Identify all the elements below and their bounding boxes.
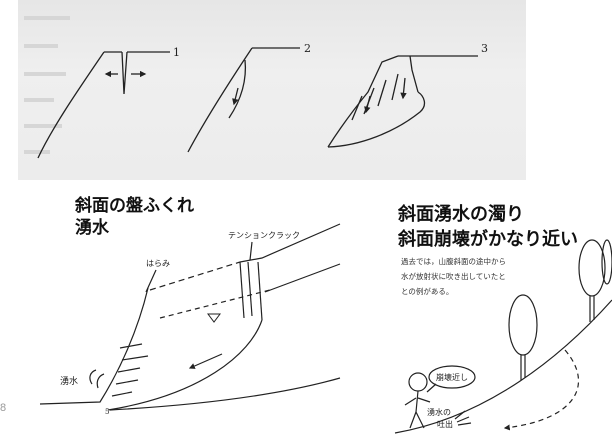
water-table-symbol [207,313,221,323]
spring-splash [89,369,97,385]
person-legs [409,411,425,429]
note-line: との例がある。 [401,287,454,296]
tension-crack-label: テンションクラック [228,231,300,240]
note-line: 水が放射状に吹き出していたと [401,272,506,281]
sliding-direction-arrow [188,353,223,369]
main-scarp-3 [409,55,419,93]
inner-layer-line [264,263,341,293]
spring-spray [454,410,472,426]
slip-arrow-3 [364,95,371,114]
person-arms [404,397,431,406]
ground-surface [239,223,341,263]
tension-crack-line [257,261,263,321]
sketch-stage-1 [37,51,170,159]
landslide-toe-3 [327,91,426,148]
turbid-spring-illustration [394,239,612,434]
stage-label-2: 2 [304,42,311,55]
stage-label-3: 3 [481,42,488,55]
scanned-figure-background [18,0,526,180]
slope-face-2 [187,47,253,153]
slip-surface-2 [228,59,247,119]
slip-surface [107,319,263,411]
tension-crack-1 [121,51,128,95]
bulged-slope-face [39,287,149,405]
tree-canopy [601,239,612,285]
spring-splash [96,373,105,389]
tree-trunk [589,296,595,322]
failure-path-dashed-arrow [503,349,580,431]
speech-bubble-text: 崩壊近し [436,372,468,382]
seepage-bar [121,355,149,361]
internal-crack-3 [351,95,363,121]
right-title-line1: 斜面湧水の濁り [398,204,524,225]
speech-bubble [428,365,476,389]
tension-crack-line [239,261,245,319]
seepage-bar [111,391,133,397]
bulge-label-leader [145,269,157,293]
spring-outflow-label-line2: 吐出 [437,419,453,429]
page-number: 8 [0,402,7,414]
speech-bubble-tail [426,383,437,393]
bulge-label: はらみ [146,259,170,268]
stage-label-1: 1 [173,46,180,59]
lower-ground-line [109,377,341,411]
seepage-bar [117,367,141,373]
sketch-stage-3 [327,55,478,148]
left-title-line2: 湧水 [75,218,109,238]
slip-arrow-2 [232,87,239,106]
scan-artifact-lines [24,16,70,154]
spring-label: 湧水 [60,375,78,387]
slope-face-3 [327,55,399,148]
groundwater-table [159,289,271,319]
slip-arrow-3 [400,77,407,100]
toe-label: 5 [105,408,109,416]
seepage-bar [119,343,143,349]
left-title-line1: 斜面の盤ふくれ [75,196,194,216]
original-surface-dashed [149,261,241,291]
person-head [408,372,428,392]
note-line: 過去では，山腹斜面の途中から [401,257,506,266]
spring-outflow-label-line1: 湧水の [427,407,451,417]
right-title-line2: 斜面崩壊がかなり近い [398,229,578,250]
sketch-stage-2 [187,47,300,153]
slope-face-1 [37,51,105,159]
bulging-slope-diagram [39,223,341,411]
internal-crack-3 [377,79,387,107]
internal-crack-3 [391,73,399,101]
tree-canopy [508,294,538,356]
person-body [415,390,419,413]
tension-crack-label-leader [249,241,253,261]
seepage-bar [115,379,139,385]
tree-canopy [578,239,606,297]
tension-crack-line [247,261,253,317]
tree-trunk [520,355,526,380]
